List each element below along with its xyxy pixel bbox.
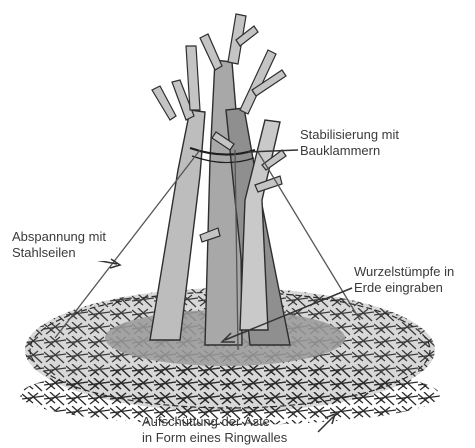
label-abspannung: Abspannung mit Stahlseilen bbox=[12, 229, 106, 261]
label-wurzel-line1: Wurzelstümpfe in bbox=[354, 264, 454, 280]
label-aufschuettung-line1: Aufschüttung der Äste bbox=[142, 414, 287, 430]
pointer-stabilisierung bbox=[248, 150, 298, 152]
label-abspannung-line1: Abspannung mit bbox=[12, 229, 106, 245]
label-wurzel-line2: Erde eingraben bbox=[354, 280, 454, 296]
label-abspannung-line2: Stahlseilen bbox=[12, 245, 106, 261]
tree-trunks bbox=[150, 60, 290, 345]
label-aufschuettung: Aufschüttung der Äste in Form eines Ring… bbox=[142, 414, 287, 446]
label-stabilisierung-line2: Bauklammern bbox=[300, 143, 399, 159]
label-aufschuettung-line2: in Form eines Ringwalles bbox=[142, 430, 287, 446]
label-stabilisierung: Stabilisierung mit Bauklammern bbox=[300, 127, 399, 159]
label-stabilisierung-line1: Stabilisierung mit bbox=[300, 127, 399, 143]
label-wurzel: Wurzelstümpfe in Erde eingraben bbox=[354, 264, 454, 296]
